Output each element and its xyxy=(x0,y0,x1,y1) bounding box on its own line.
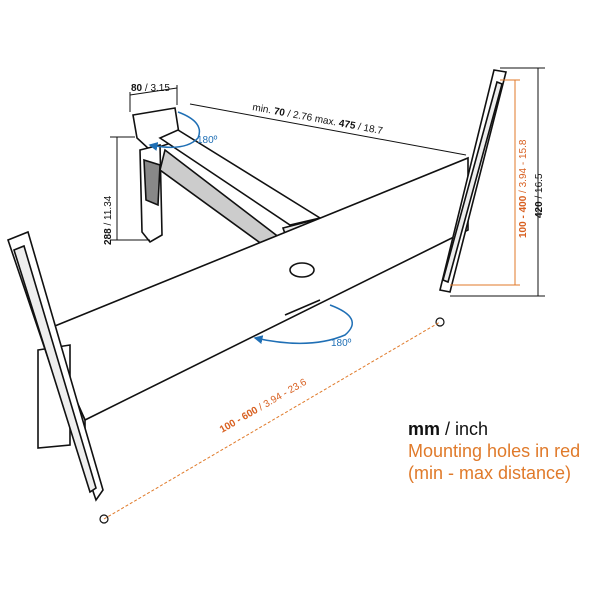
total-height-label: 420 / 16.5 xyxy=(534,173,545,218)
legend-min-max: (min - max distance) xyxy=(408,463,572,483)
extension-label: min. 70 / 2.76 max. 475 / 18.7 xyxy=(251,102,384,137)
rotation-top-label: 180º xyxy=(197,135,218,146)
arm-height-label: 288 / 11.34 xyxy=(103,195,114,245)
horizontal-holes-label: 100 - 600 / 3.94 - 23.6 xyxy=(218,377,309,436)
mounting-hole-lines xyxy=(103,79,520,520)
dimension-lines xyxy=(110,67,545,297)
rotation-arrows xyxy=(148,111,354,345)
rotation-bottom-label: 180º xyxy=(331,338,352,349)
mounting-bolts xyxy=(99,317,445,524)
legend-mounting-holes: Mounting holes in red xyxy=(408,441,581,461)
wall-plate xyxy=(132,107,181,244)
vertical-holes-label: 100 - 400 / 3.94 - 15.8 xyxy=(518,139,529,238)
units-legend: mm / inch Mounting holes in red (min - m… xyxy=(408,418,598,484)
legend-units: mm / inch xyxy=(408,419,489,439)
left-tv-bracket xyxy=(6,230,104,502)
right-tv-bracket xyxy=(439,69,507,293)
bracket-width-label: 80 / 3.15 xyxy=(131,83,170,94)
